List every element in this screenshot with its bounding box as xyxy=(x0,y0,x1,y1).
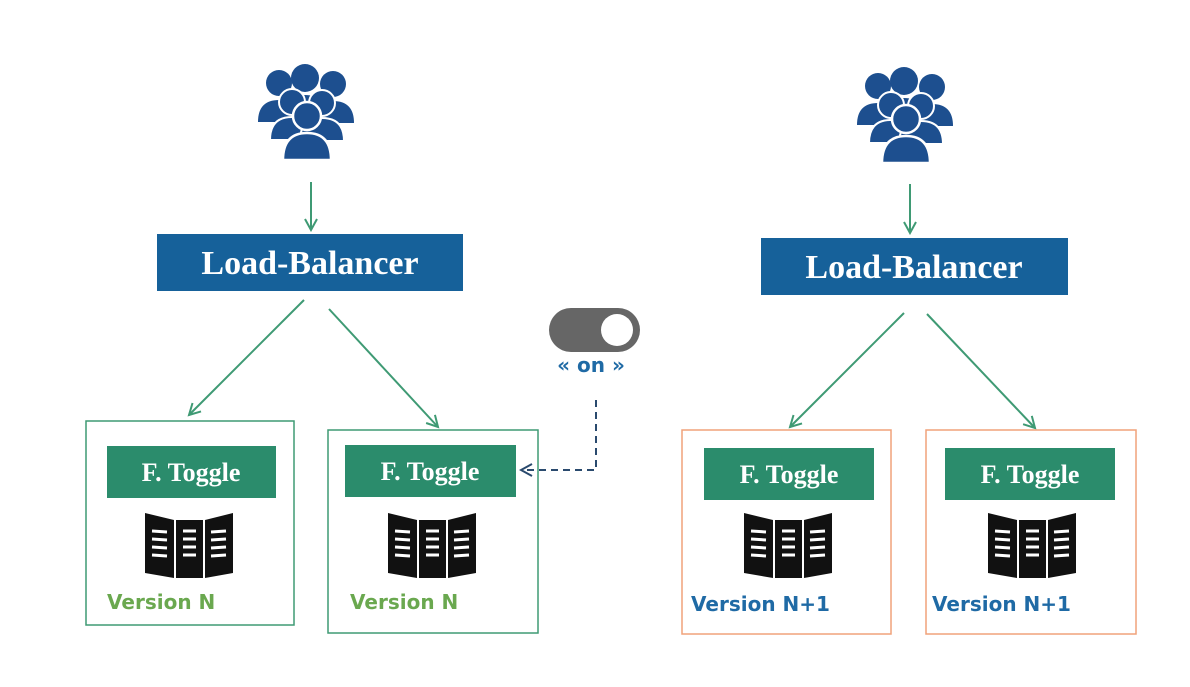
lb-to-node-2-arrow xyxy=(926,313,1035,428)
load-balancer-box xyxy=(157,234,463,291)
feature-toggle-box xyxy=(107,446,276,498)
users-group-icon xyxy=(256,62,356,162)
version-label: Version N xyxy=(350,590,458,614)
server-node: F. Toggle Version N xyxy=(327,429,539,634)
node-frame xyxy=(681,429,892,635)
version-label: Version N+1 xyxy=(691,592,830,616)
left-cluster: Load-Balancer F. Toggle Version N F. Tog… xyxy=(85,62,539,634)
node-frame xyxy=(327,429,539,634)
switch-state-label: « on » xyxy=(557,353,625,377)
feature-toggle-box xyxy=(345,445,516,497)
right-cluster: Load-Balancer F. Toggle Version N+1 F. T… xyxy=(681,65,1137,635)
version-label: Version N xyxy=(107,590,215,614)
feature-toggle-label: F. Toggle xyxy=(381,457,480,486)
node-frame xyxy=(85,420,295,626)
node-frame xyxy=(925,429,1137,635)
switch-to-toggle-connector xyxy=(521,400,597,470)
load-balancer-label: Load-Balancer xyxy=(805,249,1022,286)
server-rack-icon xyxy=(986,511,1078,580)
server-node: F. Toggle Version N xyxy=(85,420,295,626)
version-label: Version N+1 xyxy=(932,592,1071,616)
server-node: F. Toggle Version N+1 xyxy=(925,429,1137,635)
users-group-icon xyxy=(855,65,955,165)
server-node: F. Toggle Version N+1 xyxy=(681,429,892,635)
feature-toggle-box xyxy=(945,448,1115,500)
lb-to-node-2-arrow xyxy=(328,308,438,427)
server-rack-icon xyxy=(742,511,834,580)
feature-toggle-label: F. Toggle xyxy=(740,460,839,489)
toggle-switch-icon[interactable] xyxy=(549,308,640,352)
feature-toggle-label: F. Toggle xyxy=(142,458,241,487)
server-rack-icon xyxy=(143,511,235,580)
feature-toggle-box xyxy=(704,448,874,500)
server-rack-icon xyxy=(386,511,478,580)
load-balancer-box xyxy=(761,238,1068,295)
lb-to-node-1-arrow xyxy=(189,299,305,415)
lb-to-node-1-arrow xyxy=(790,312,905,427)
feature-toggle-label: F. Toggle xyxy=(981,460,1080,489)
load-balancer-label: Load-Balancer xyxy=(201,245,418,282)
feature-switch[interactable]: « on » xyxy=(521,308,640,470)
